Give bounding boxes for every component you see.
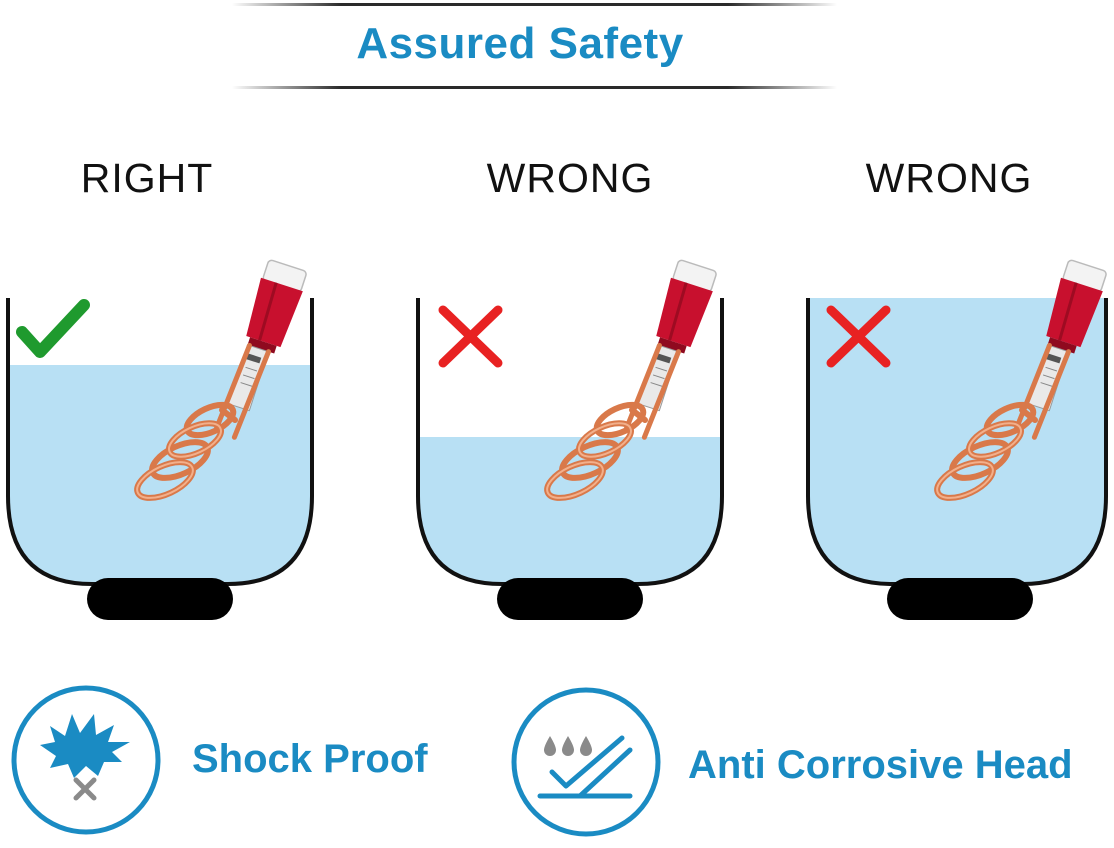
header-top-rule [232,3,837,6]
scene-wrong-low [416,259,724,620]
stove-base [887,578,1033,620]
feature-anti-corrosive-label: Anti Corrosive Head [688,743,1073,787]
scene-label-wrong-1: WRONG [486,155,654,201]
scene-wrong-full [806,259,1109,620]
scene-right [6,259,314,620]
check-icon [16,299,90,358]
page-title: Assured Safety [356,19,684,68]
scene-label-wrong-2: WRONG [865,155,1033,201]
feature-shock-proof-label: Shock Proof [192,737,428,781]
anti-corrosive-icon [511,687,661,837]
cross-icon [826,305,891,368]
shock-proof-icon [11,685,161,835]
stove-base [497,578,643,620]
stove-base [87,578,233,620]
cross-icon [438,305,503,368]
scene-label-right: RIGHT [80,155,214,201]
water-low [418,437,722,584]
water-full [808,298,1106,584]
header-bottom-rule [232,86,837,89]
